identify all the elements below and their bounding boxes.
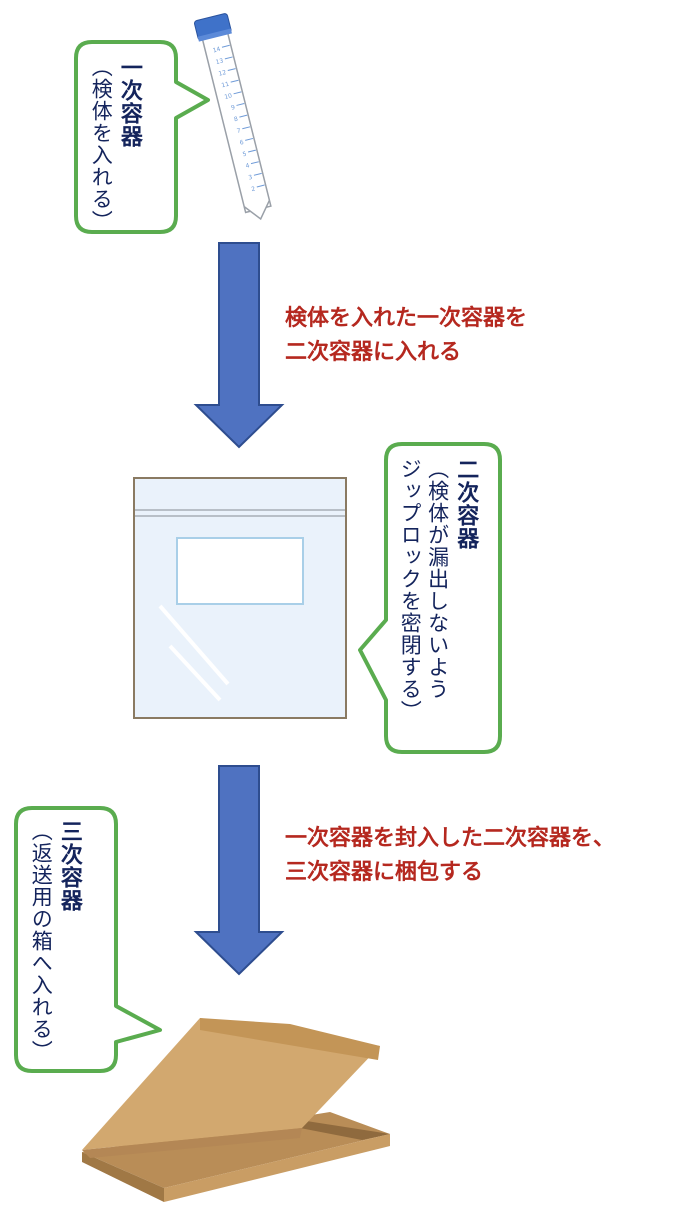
tube-scale-label: 7 (236, 127, 242, 135)
tube-scale-label: 14 (212, 46, 221, 55)
arrow-2 (193, 765, 285, 976)
tertiary-container-title: 三次容器 (56, 820, 82, 912)
tube-scale-tick (250, 161, 259, 165)
tube-scale-label: 2 (251, 185, 257, 193)
callout-tertiary-border (14, 806, 162, 1073)
callout-secondary: 二次容器 （検体が漏出しないよう ジップロックを密閉する） (396, 458, 479, 748)
bag-shine-1 (158, 604, 230, 686)
tube-scale-label: 8 (233, 116, 239, 124)
tube-scale-tick (230, 79, 239, 83)
zip-bag-icon (133, 477, 347, 719)
tube-scale-tick (233, 91, 242, 95)
tube-scale-label: 12 (218, 69, 227, 78)
box-lid-flap (200, 1018, 380, 1060)
callout-primary: 一次容器 （検体を入れる） (87, 56, 143, 232)
tube-scale-label: 11 (221, 81, 230, 90)
arrow-1-label-line2: 二次容器に入れる (285, 340, 462, 365)
cardboard-box-icon (82, 1018, 390, 1202)
arrow-2-label: 一次容器を封入した二次容器を、 三次容器に梱包する (285, 822, 615, 890)
box-base-edge (164, 1134, 390, 1202)
tube-tip (243, 199, 271, 221)
callout-secondary-border (358, 442, 502, 754)
secondary-container-title: 二次容器 (453, 458, 479, 550)
secondary-container-note-line2: ジップロックを密閉する） (398, 458, 423, 722)
tube-scale-label: 4 (245, 162, 251, 170)
tube-scale-tick (224, 56, 233, 60)
tube-scale-label: 10 (224, 92, 233, 101)
tube-scale-tick (242, 126, 251, 130)
test-tube-icon: 14 13 12 11 10 9 8 7 6 5 4 3 2 (193, 13, 272, 221)
arrow-2-label-line1: 一次容器を封入した二次容器を、 (285, 826, 616, 851)
primary-container-note: （検体を入れる） (89, 56, 114, 232)
callout-primary-border (74, 40, 210, 234)
tube-scale-tick (227, 68, 236, 72)
tube-scale-label: 3 (248, 174, 254, 182)
primary-container-title: 一次容器 (116, 56, 142, 148)
tube-scale-tick (256, 184, 265, 188)
box-lid-edge (82, 1128, 302, 1158)
box-base-front (82, 1112, 390, 1188)
tube-scale-tick (247, 149, 256, 153)
tube-scale-tick (245, 137, 254, 141)
tube-scale-tick (239, 114, 248, 118)
tube-scale-tick (253, 172, 262, 176)
tertiary-container-note: （返送用の箱へ入れる） (29, 820, 54, 1062)
tube-scale-label: 9 (230, 104, 236, 112)
arrow-2-label-line2: 三次容器に梱包する (285, 860, 484, 885)
box-base-side (82, 1152, 164, 1202)
tube-scale-label: 5 (242, 151, 248, 159)
box-inner (300, 1120, 390, 1140)
tube-cap-rim (197, 28, 232, 42)
tube-scale-tick (221, 44, 230, 48)
arrow-1 (193, 242, 285, 449)
bag-shine-2 (168, 644, 222, 702)
tube-scale-label: 6 (239, 139, 245, 147)
callout-tertiary: 三次容器 （返送用の箱へ入れる） (27, 820, 83, 1065)
tube-scale-tick (236, 103, 245, 106)
arrow-1-label-line1: 検体を入れた一次容器を (285, 306, 528, 331)
box-lid (82, 1018, 380, 1150)
bag-label-area (176, 537, 304, 605)
secondary-container-note-line1: （検体が漏出しないよう (425, 458, 450, 700)
arrow-1-label: 検体を入れた一次容器を 二次容器に入れる (285, 302, 527, 370)
tube-scale: 14 13 12 11 10 9 8 7 6 5 4 3 2 (212, 44, 265, 193)
tube-scale-label: 13 (215, 57, 224, 66)
